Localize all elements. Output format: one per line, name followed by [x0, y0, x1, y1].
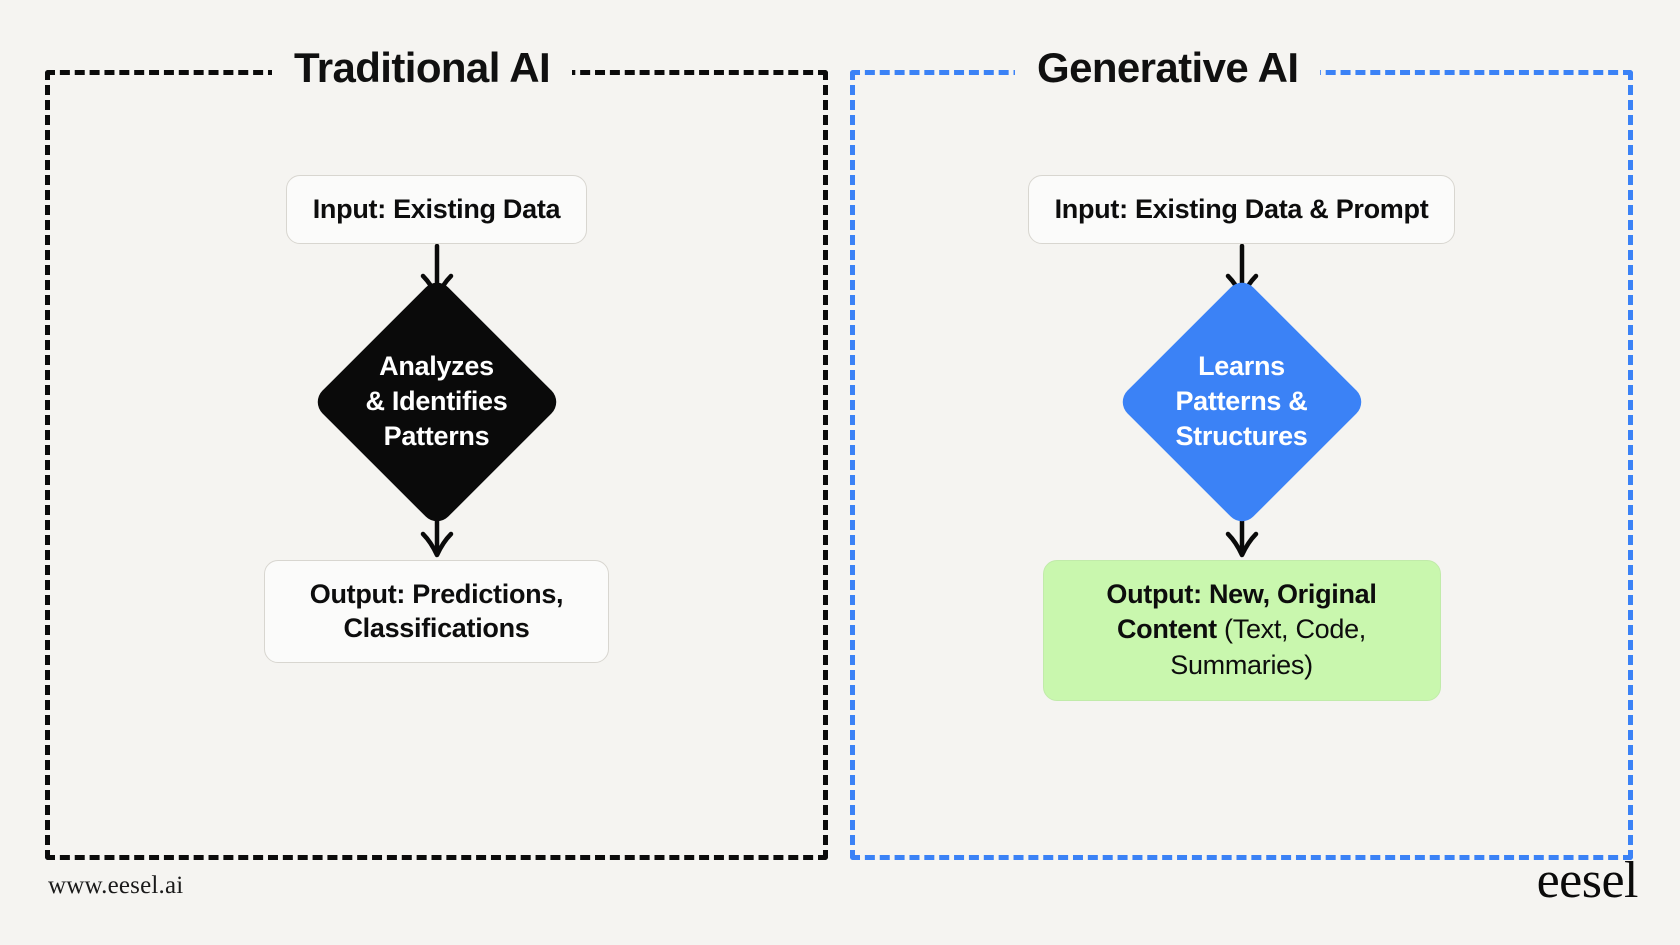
- site-url-label: www.eesel.ai: [48, 872, 184, 899]
- output-box-traditional-text: Output: Predictions, Classifications: [309, 578, 564, 644]
- process-diamond-label: Analyzes & Identifies Patterns: [365, 350, 508, 452]
- flow-traditional-ai: Input: Existing Data Analyzes & Identifi…: [45, 175, 828, 663]
- flow-generative-ai: Input: Existing Data & Prompt Learns Pat…: [850, 175, 1633, 702]
- output-box-traditional: Output: Predictions, Classifications: [264, 559, 609, 663]
- process-diamond-traditional: Analyzes & Identifies Patterns: [310, 275, 563, 528]
- panel-title-generative-ai: Generative AI: [1015, 40, 1321, 96]
- panel-title-traditional-ai: Traditional AI: [272, 40, 573, 96]
- input-box-traditional: Input: Existing Data: [285, 175, 588, 244]
- input-box-generative: Input: Existing Data & Prompt: [1027, 175, 1456, 244]
- output-box-generative-regular: (Text, Code, Summaries): [1170, 614, 1367, 681]
- output-box-generative-bold: Output: New, Original Content: [1106, 578, 1377, 645]
- brand-logo: eesel: [1536, 852, 1639, 909]
- process-diamond-label: Learns Patterns & Structures: [1175, 350, 1308, 452]
- output-box-generative: Output: New, Original Content (Text, Cod…: [1042, 559, 1441, 702]
- process-diamond-generative: Learns Patterns & Structures: [1115, 275, 1368, 528]
